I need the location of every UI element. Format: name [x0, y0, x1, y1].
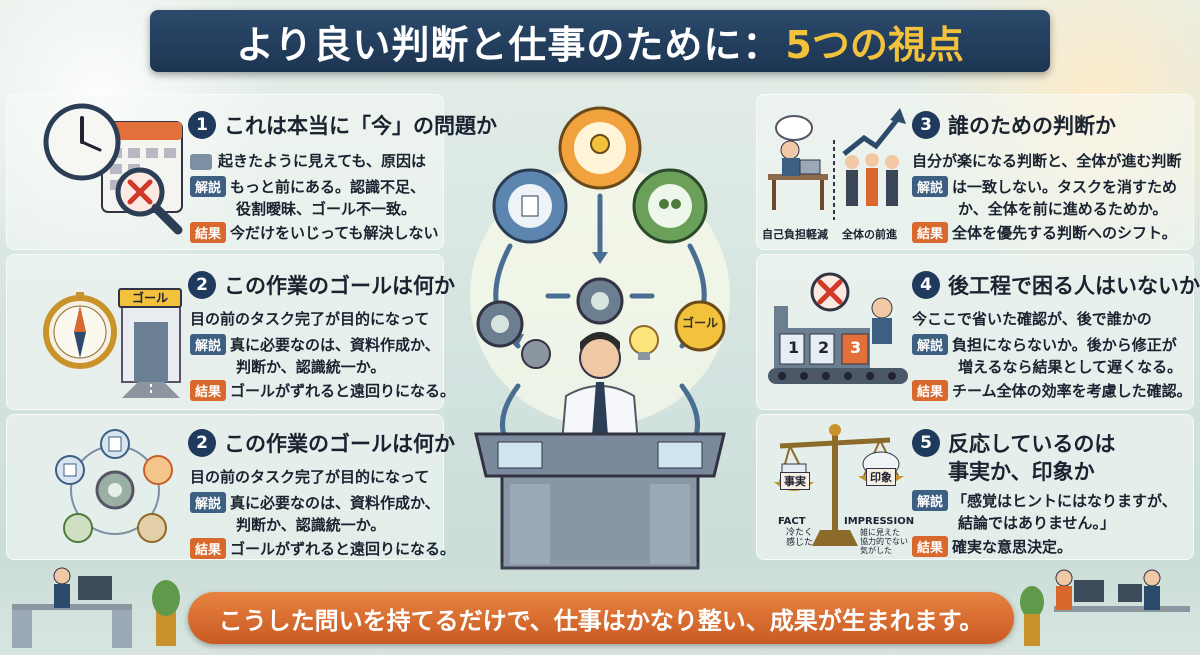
goal-bulb-label: ゴール: [681, 316, 718, 330]
item-2-heading: 2 この作業のゴールは何か: [188, 270, 455, 300]
explanation-badge: 解説: [912, 176, 949, 197]
explanation-badge: 解説: [912, 490, 949, 511]
balance-scale-icon: 事実 印象 FACT 冷たく 感じた IMPRESSION 雑に見えた 協力的で…: [760, 420, 914, 560]
item-1-line-3: 役割曖昧、ゴール不一致。: [236, 200, 417, 218]
assembly-line-icon: 1 2 3: [760, 268, 910, 396]
item-2-line-1: 目の前のタスク完了が目的になって: [190, 310, 430, 328]
item-2-line-4: 結果ゴールがずれると遠回りになる。: [190, 380, 455, 401]
impression-label: IMPRESSION: [844, 516, 915, 527]
explanation-badge: 解説: [190, 334, 227, 355]
conclusion-banner: こうした問いを持てるだけで、仕事はかなり整い、成果が生まれます。: [188, 592, 1014, 644]
clock-calendar-icon: [40, 100, 190, 240]
result-badge: 結果: [912, 222, 949, 243]
explanation-badge: 解説: [190, 492, 227, 513]
top-gear: [558, 106, 642, 190]
fact-sub: 冷たく 感じた: [786, 528, 814, 548]
fact-label: FACT: [778, 516, 806, 527]
goal-sign: ゴール: [118, 288, 182, 308]
item-4-number: 4: [912, 271, 940, 299]
item-2b-line-3: 判断か、認識統一か。: [236, 516, 386, 534]
item-4-line-2: 解説負担にならないか。後から修正が: [912, 334, 1177, 355]
item-5-line-1: 解説「感覚はヒントにはなりますが、: [912, 490, 1177, 511]
item-5-line-2: 結論ではありません。」: [958, 514, 1116, 532]
item-3-line-1: 自分が楽になる判断と、全体が進む判断: [912, 152, 1182, 170]
center-illustration: ゴール: [448, 96, 752, 576]
item-2-number: 2: [188, 271, 216, 299]
self-burden-caption: 自己負担軽減: [762, 228, 828, 241]
item-2b-line-4: 結果ゴールがずれると遠回りになる。: [190, 538, 455, 559]
result-badge: 結果: [190, 538, 227, 559]
item-1-number: 1: [188, 111, 216, 139]
viewpoint-panel-3: [756, 94, 1194, 250]
item-4-title: 後工程で困る人はいないか: [948, 274, 1200, 298]
item-1-line-2: 解説もっと前にある。認識不足、: [190, 176, 425, 197]
item-5-title: 反応しているのは: [948, 432, 1116, 456]
team-growth-icon: [760, 100, 908, 240]
item-3-line-2: 解説は一致しない。タスクを消すため: [912, 176, 1177, 197]
item-2-line-2: 解説真に必要なのは、資料作成か、: [190, 334, 440, 355]
item-4-line-4: 結果チーム全体の効率を考慮した確認。: [912, 380, 1192, 401]
item-2b-line-1: 目の前のタスク完了が目的になって: [190, 468, 430, 486]
item-3-title: 誰のための判断か: [948, 114, 1116, 138]
result-badge: 結果: [912, 536, 949, 557]
conclusion-text: こうした問いを持てるだけで、仕事はかなり整い、成果が生まれます。: [218, 606, 984, 635]
item-5-number: 5: [912, 429, 940, 457]
step-1: 1: [788, 338, 800, 357]
item-2-line-3: 判断か、認識統一か。: [236, 358, 386, 376]
step-3: 3: [850, 338, 862, 357]
item-3-heading: 3 誰のための判断か: [912, 110, 1116, 140]
impression-sign: 印象: [866, 468, 896, 486]
page-title: より良い判断と仕事のために：: [236, 22, 782, 67]
item-3-line-3: か、全体を前に進めるためか。: [958, 200, 1168, 218]
page-title-accent: 5つの視点: [785, 22, 964, 67]
item-2b-line-2: 解説真に必要なのは、資料作成か、: [190, 492, 440, 513]
item-5-title-line-2: 事実か、印象か: [948, 460, 1095, 484]
explanation-badge: 解説: [190, 176, 227, 197]
item-3-line-4: 結果全体を優先する判断へのシフト。: [912, 222, 1177, 243]
office-desk-right-icon: [1014, 550, 1196, 650]
item-1-title: これは本当に「今」の問題か: [224, 114, 497, 138]
item-1-heading: 1 これは本当に「今」の問題か: [188, 110, 497, 140]
title-banner: より良い判断と仕事のために： 5つの視点: [150, 10, 1050, 72]
item-2b-heading: 2 この作業のゴールは何か: [188, 428, 455, 458]
result-badge: 結果: [190, 380, 227, 401]
explanation-badge: 解説: [912, 334, 949, 355]
whole-progress-caption: 全体の前進: [842, 228, 897, 241]
item-2-title: この作業のゴールは何か: [224, 274, 455, 298]
item-4-heading: 4 後工程で困る人はいないか: [912, 270, 1200, 300]
item-4-line-3: 増えるなら結果として遅くなる。: [958, 358, 1183, 376]
item-1-line-1: 起きたように見えても、原因は: [190, 150, 426, 171]
result-badge: 結果: [190, 222, 227, 243]
placeholder-label: [190, 153, 212, 170]
compass-goal-icon: ゴール: [40, 270, 190, 400]
item-2b-title: この作業のゴールは何か: [224, 432, 455, 456]
fact-sign: 事実: [780, 472, 810, 490]
item-5-line-3: 結果確実な意思決定。: [912, 536, 1072, 557]
step-2: 2: [818, 338, 830, 357]
result-badge: 結果: [912, 380, 949, 401]
item-2b-number: 2: [188, 429, 216, 457]
workflow-hub-icon: [40, 424, 190, 554]
impression-sub: 雑に見えた 協力的でない 気がした: [860, 528, 908, 555]
item-1-line-4: 結果今だけをいじっても解決しない: [190, 222, 439, 243]
office-desk-left-icon: [6, 550, 186, 650]
item-4-line-1: 今ここで省いた確認が、後で誰かの: [912, 310, 1152, 328]
item-5-heading: 5 反応しているのは: [912, 428, 1115, 458]
item-3-number: 3: [912, 111, 940, 139]
